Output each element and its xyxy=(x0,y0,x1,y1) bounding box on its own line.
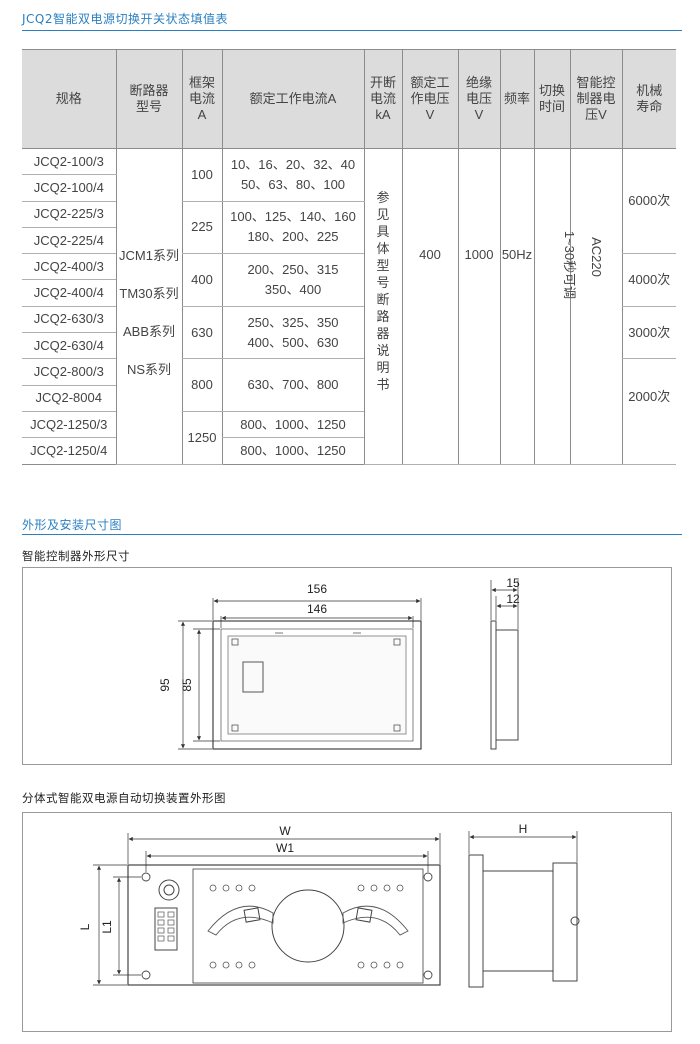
table-row: JCQ2-800/3 800 630、700、800 2000次 xyxy=(22,358,676,465)
header-life: 机械寿命 xyxy=(621,49,676,149)
spec-cell: JCQ2-225/4 xyxy=(22,227,116,255)
spec-cell: JCQ2-8004 xyxy=(22,385,116,412)
spec-cell: JCQ2-630/3 xyxy=(22,306,116,334)
life-cell: 6000次 xyxy=(621,148,676,255)
spec-cell: JCQ2-100/3 xyxy=(22,148,116,176)
spec-cell: JCQ2-800/3 xyxy=(22,358,116,386)
frame-cell: 1250 xyxy=(181,411,222,465)
controller-front-outer xyxy=(212,620,422,750)
table-row: JCQ2-8004 xyxy=(22,385,676,412)
frame-cell: 225 xyxy=(181,201,222,255)
device-title: 分体式智能双电源自动切换装置外形图 xyxy=(22,791,226,805)
controller-side-body xyxy=(495,629,519,741)
life-cell: 3000次 xyxy=(621,306,676,360)
frame-cell: 630 xyxy=(181,306,222,360)
device-side-body xyxy=(482,870,554,972)
spec-cell: JCQ2-100/4 xyxy=(22,174,116,202)
controller-drawing: 156 146 95 85 15 12 xyxy=(22,567,672,765)
breaking-cell: 参见具体型号断路器说明书 xyxy=(363,148,402,465)
spec-cell: JCQ2-1250/3 xyxy=(22,411,116,439)
dim-156: 156 xyxy=(307,582,327,596)
rated-current-cell: 630、700、800 xyxy=(221,358,364,412)
controller-display xyxy=(242,661,264,693)
header-frequency: 频率 xyxy=(499,49,534,149)
table-row: JCQ2-225/4 xyxy=(22,227,676,255)
rated-current-cell: 800、1000、1250 xyxy=(221,437,364,465)
table-row: JCQ2-1250/3 1250 800、1000、1250 xyxy=(22,411,676,465)
device-terminal-block xyxy=(154,907,178,951)
header-rated-voltage: 额定工作电压V xyxy=(401,49,458,149)
dim-l1: L1 xyxy=(100,920,114,934)
header-breaker: 断路器型号 xyxy=(115,49,182,149)
life-cell: 2000次 xyxy=(621,358,676,465)
header-spec: 规格 xyxy=(22,49,116,149)
frame-cell: 100 xyxy=(181,148,222,202)
table-row: JCQ2-100/4 xyxy=(22,174,676,202)
insulation-voltage-cell: 1000 xyxy=(457,148,500,465)
device-inner-panel xyxy=(192,868,424,984)
dims-section-title: 外形及安装尺寸图 xyxy=(22,518,123,532)
life-cell: 4000次 xyxy=(621,253,676,307)
table-row: JCQ2-630/4 xyxy=(22,332,676,360)
dim-85: 85 xyxy=(180,678,194,692)
switch-time-cell: 1~30秒可调 xyxy=(533,148,577,465)
controller-side-flange xyxy=(490,620,497,750)
table-row: JCQ2-1250/4 800、1000、1250 xyxy=(22,437,676,465)
device-side-flange xyxy=(468,854,484,988)
table-row: JCQ2-400/4 xyxy=(22,279,676,307)
dim-15: 15 xyxy=(506,576,520,590)
dims-section-divider xyxy=(22,534,682,535)
controller-voltage-cell: AC220 xyxy=(569,148,622,465)
device-plate xyxy=(127,864,441,986)
rated-current-cell: 800、1000、1250 xyxy=(221,411,364,439)
header-switch-time: 切换时间 xyxy=(533,49,570,149)
header-controller-voltage: 智能控制器电压V xyxy=(569,49,622,149)
table-header-row: 规格 断路器型号 框架电流A 额定工作电流A 开断电流kA 额定工作电压V 绝缘… xyxy=(22,49,676,149)
header-frame: 框架电流A xyxy=(181,49,222,149)
rated-voltage-cell: 400 xyxy=(401,148,458,465)
spec-cell: JCQ2-400/4 xyxy=(22,279,116,307)
device-right-arm xyxy=(342,905,409,936)
device-round-connector xyxy=(158,879,180,901)
header-rated-current: 额定工作电流A xyxy=(221,49,364,149)
breaker-type-cell: JCM1系列 TM30系列 ABB系列 NS系列 xyxy=(115,148,182,465)
dim-95: 95 xyxy=(158,678,172,692)
controller-drawing-svg: 156 146 95 85 15 12 xyxy=(158,576,520,750)
table-section-title: JCQ2智能双电源切换开关状态填值表 xyxy=(22,12,228,26)
dim-h: H xyxy=(519,822,528,836)
frame-cell: 400 xyxy=(181,253,222,307)
header-breaking: 开断电流kA xyxy=(363,49,402,149)
device-central-disc xyxy=(271,889,345,963)
controller-front-inner xyxy=(220,628,414,742)
dim-12: 12 xyxy=(506,592,520,606)
spec-cell: JCQ2-225/3 xyxy=(22,201,116,228)
frequency-cell: 50Hz xyxy=(499,148,534,465)
dim-146: 146 xyxy=(307,602,327,616)
device-drawing: W W1 L L1 H xyxy=(22,812,672,1032)
table-section-divider xyxy=(22,30,682,31)
spec-cell: JCQ2-630/4 xyxy=(22,332,116,360)
dim-w1: W1 xyxy=(276,841,294,855)
header-insulation: 绝缘电压V xyxy=(457,49,500,149)
spec-table: 规格 断路器型号 框架电流A 额定工作电流A 开断电流kA 额定工作电压V 绝缘… xyxy=(22,49,676,465)
spec-cell: JCQ2-1250/4 xyxy=(22,437,116,465)
spec-cell: JCQ2-400/3 xyxy=(22,253,116,281)
controller-title: 智能控制器外形尺寸 xyxy=(22,549,130,563)
device-side-cap xyxy=(552,862,578,982)
dim-l: L xyxy=(78,923,92,930)
device-left-arm xyxy=(207,905,274,936)
table-row: JCQ2-100/3 JCM1系列 TM30系列 ABB系列 NS系列 100 … xyxy=(22,148,676,465)
dim-w: W xyxy=(279,824,291,838)
device-drawing-svg: W W1 L L1 H xyxy=(78,822,580,988)
frame-cell: 800 xyxy=(181,358,222,412)
